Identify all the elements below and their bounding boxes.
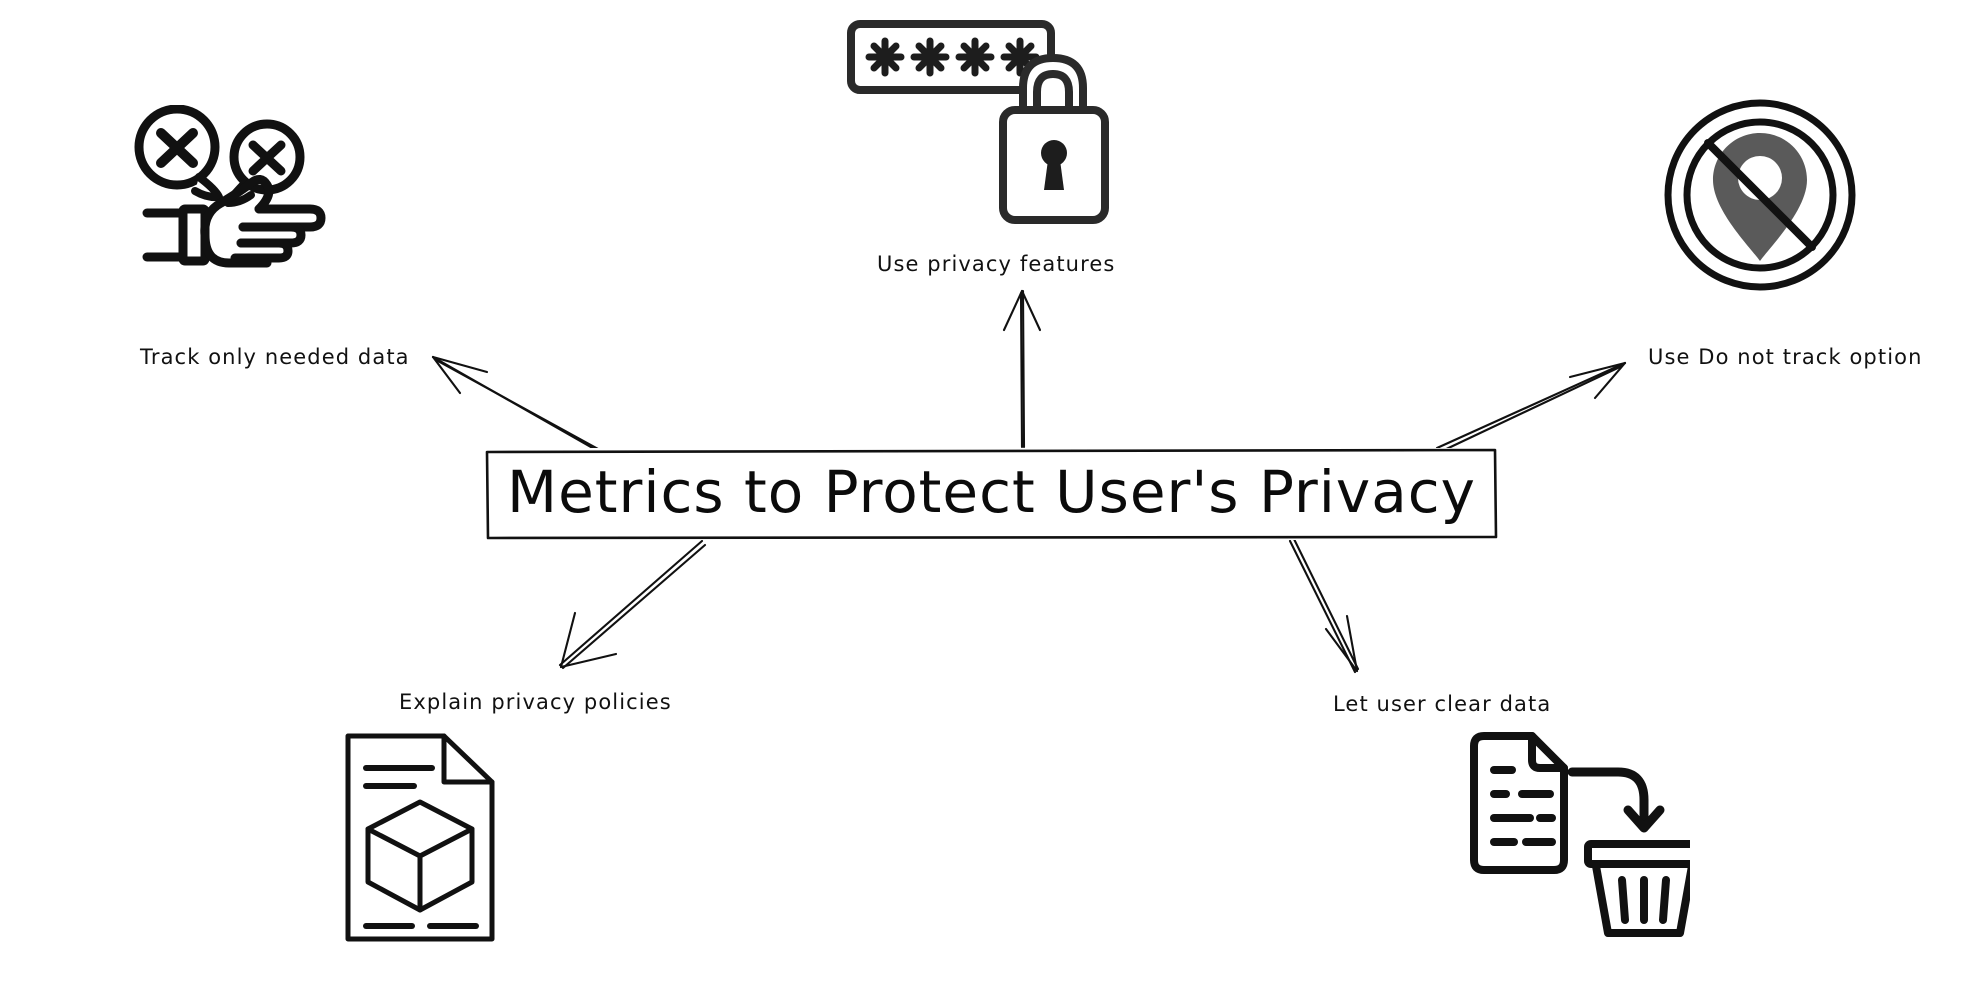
cube-glyph bbox=[365, 799, 475, 913]
no-location-tracking-icon bbox=[1660, 95, 1860, 295]
trash-bin bbox=[1584, 840, 1690, 937]
leaf-label-use-do-not-track-option: Use Do not track option bbox=[1648, 345, 1923, 369]
leaf-label-use-privacy-features: Use privacy features bbox=[877, 252, 1116, 276]
connector-use-do-not-track-option bbox=[1435, 361, 1627, 454]
document-to-trash-icon bbox=[1460, 728, 1690, 943]
password-field-with-padlock-icon bbox=[845, 18, 1115, 228]
prohibition-sign bbox=[1664, 99, 1856, 291]
document-with-cube-icon bbox=[340, 730, 500, 945]
center-node-label: Metrics to Protect User's Privacy bbox=[507, 458, 1476, 526]
connector-use-privacy-features bbox=[1002, 289, 1042, 449]
connector-explain-privacy-policies bbox=[558, 539, 707, 670]
delete-arrow bbox=[1567, 767, 1665, 833]
pointing-hand-with-x-speech-bubbles-icon bbox=[95, 105, 395, 270]
center-node[interactable]: Metrics to Protect User's Privacy bbox=[485, 448, 1498, 540]
connector-let-user-clear-data bbox=[1288, 537, 1360, 674]
keyhole bbox=[1041, 140, 1067, 190]
leaf-label-let-user-clear-data: Let user clear data bbox=[1333, 692, 1552, 716]
source-document bbox=[1470, 732, 1568, 874]
connector-track-only-needed-data bbox=[431, 355, 605, 456]
leaf-label-track-only-needed-data: Track only needed data bbox=[140, 345, 410, 369]
leaf-label-explain-privacy-policies: Explain privacy policies bbox=[399, 690, 672, 714]
password-asterisks bbox=[865, 37, 1040, 77]
center-node-frame bbox=[485, 448, 1498, 540]
